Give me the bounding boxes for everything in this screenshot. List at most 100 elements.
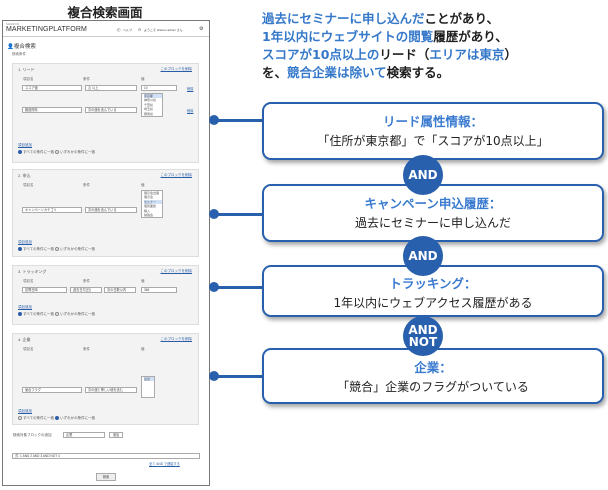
user-icon: ⊙ bbox=[138, 27, 142, 32]
person-icon: 👤 bbox=[7, 44, 14, 50]
app-header: SHANON MARKETINGPLATFORM ◴ ヘルプ ⊙ ようこそ sh… bbox=[3, 21, 209, 37]
remove-block-link[interactable]: このブロックを削除 bbox=[160, 67, 193, 71]
list-item[interactable]: 個別面談 bbox=[144, 204, 157, 209]
field-select[interactable]: 競合フラグ bbox=[22, 387, 82, 393]
list-item[interactable]: 神奈川県 bbox=[144, 98, 157, 103]
condition-select-2[interactable]: 次の日数以内 bbox=[104, 287, 136, 293]
list-item[interactable]: 展示会出展 bbox=[144, 191, 160, 195]
col-field: 項目名 bbox=[23, 347, 34, 351]
list-item[interactable]: セミナー bbox=[144, 199, 162, 205]
card-body: 「住所が東京都」で「スコアが10点以上」 bbox=[317, 134, 549, 148]
add-item-link[interactable]: 項目追加 bbox=[18, 240, 32, 244]
radio-all[interactable] bbox=[18, 312, 22, 317]
and-operator: AND bbox=[403, 155, 443, 195]
welcome-text: ようこそ shanon admin さん bbox=[144, 28, 183, 32]
radio-any[interactable] bbox=[55, 416, 60, 421]
card-body: 過去にセミナーに申し込んだ bbox=[354, 216, 511, 230]
add-block-button[interactable]: 追加 bbox=[109, 432, 123, 438]
card-lead-attributes: リード属性情報： 「住所が東京都」で「スコアが10点以上」 bbox=[262, 102, 604, 160]
value-listbox[interactable]: 競合 bbox=[141, 376, 155, 398]
condition-select[interactable]: 次の値を含んでいる bbox=[85, 107, 137, 113]
list-item[interactable]: 東京都 bbox=[144, 94, 162, 99]
scenario-description: 過去にセミナーに申し込んだことがあり、 1年以内にウェブサイトの閲覧履歴があり、… bbox=[262, 11, 517, 80]
connector-dot bbox=[209, 209, 219, 219]
brand-logo: MARKETINGPLATFORM bbox=[6, 26, 87, 33]
search-screen-thumbnail: SHANON MARKETINGPLATFORM ◴ ヘルプ ⊙ ようこそ sh… bbox=[2, 20, 210, 486]
search-button[interactable]: 検索 bbox=[96, 473, 116, 481]
block-lead: 1. リード このブロックを削除 項目名 条件 値 スコア値 ≧ 以上 10 削… bbox=[12, 63, 199, 163]
card-heading: トラッキング： bbox=[389, 276, 477, 291]
field-select[interactable]: キャンペーンカテゴリ bbox=[22, 207, 82, 213]
field-select[interactable]: スコア値 bbox=[22, 85, 82, 91]
value-input[interactable]: 10 bbox=[141, 85, 177, 91]
col-value: 値 bbox=[141, 77, 145, 81]
condition-select[interactable]: 次の値と等しい値を含む bbox=[85, 387, 137, 393]
card-company: 企業： 「競合」企業のフラグがついている bbox=[262, 348, 604, 404]
field-select[interactable]: 訪問日時 bbox=[22, 287, 67, 293]
condition-select[interactable]: 過去日付(日) bbox=[70, 287, 102, 293]
connector-line bbox=[218, 119, 264, 122]
list-item[interactable]: 勉強会 bbox=[144, 213, 154, 218]
block-tracking: 3. トラッキング このブロックを削除 項目名 条件 値 訪問日時 過去日付(日… bbox=[12, 265, 199, 325]
radio-any[interactable] bbox=[55, 247, 60, 252]
remove-row-link[interactable]: 削除 bbox=[187, 87, 194, 91]
list-item[interactable]: 競合 bbox=[144, 377, 154, 382]
col-condition: 条件 bbox=[83, 347, 90, 351]
screen-title: 複合検索画面 bbox=[67, 5, 143, 20]
list-item[interactable]: 購入 bbox=[144, 208, 151, 213]
radio-any[interactable] bbox=[55, 312, 60, 317]
remove-block-link[interactable]: このブロックを削除 bbox=[160, 337, 193, 341]
target-block-select[interactable]: 企業 bbox=[63, 432, 105, 438]
list-item[interactable]: 埼玉県 bbox=[144, 107, 154, 112]
add-item-link[interactable]: 項目追加 bbox=[18, 409, 32, 413]
condition-select[interactable]: 次の値を含んでいる bbox=[85, 207, 137, 213]
help-link[interactable]: ヘルプ bbox=[123, 28, 133, 32]
value-input[interactable]: 365 bbox=[141, 287, 177, 293]
target-block-label: 検索対象ブロックの追加 bbox=[13, 433, 52, 437]
connector-dot bbox=[209, 282, 219, 292]
connector-dot bbox=[209, 371, 219, 381]
card-body: 「競合」企業のフラグがついている bbox=[337, 380, 529, 394]
value-listbox[interactable]: 展示会出展 展示会 セミナー 個別面談 購入 勉強会 bbox=[141, 190, 163, 218]
list-item[interactable]: 群馬県 bbox=[144, 111, 154, 116]
card-campaign-history: キャンペーン申込履歴： 過去にセミナーに申し込んだ bbox=[262, 184, 604, 242]
gear-icon[interactable]: ⚙ bbox=[199, 26, 204, 32]
brand-company: SHANON bbox=[6, 23, 19, 26]
expression-input[interactable]: 式: 1 AND 2 AND 3 AND NOT 4 bbox=[12, 453, 200, 459]
card-heading: リード属性情報： bbox=[382, 114, 483, 129]
join-all-and-link[interactable]: 全て AND で連結する bbox=[149, 462, 180, 466]
block-title: 3. トラッキング bbox=[18, 269, 47, 274]
field-select[interactable]: 都道府県 bbox=[22, 107, 82, 113]
add-item-link[interactable]: 項目追加 bbox=[18, 305, 32, 309]
col-condition: 条件 bbox=[83, 279, 90, 283]
card-heading: キャンペーン申込履歴： bbox=[364, 196, 502, 211]
radio-any[interactable] bbox=[55, 150, 60, 155]
remove-block-link[interactable]: このブロックを削除 bbox=[160, 269, 193, 273]
condition-select[interactable]: ≧ 以上 bbox=[85, 85, 137, 91]
and-not-operator: AND NOT bbox=[403, 316, 443, 356]
radio-all[interactable] bbox=[18, 247, 22, 252]
col-condition: 条件 bbox=[83, 77, 90, 81]
connector-line bbox=[218, 286, 264, 289]
and-operator: AND bbox=[403, 236, 443, 276]
card-body: 1年以内にウェブアクセス履歴がある bbox=[333, 296, 533, 310]
list-item[interactable]: 展示会 bbox=[144, 195, 154, 200]
radio-all[interactable] bbox=[18, 150, 22, 155]
match-radio-group[interactable]: すべての条件に一致 いずれかの条件に一致 bbox=[18, 247, 95, 252]
block-title: 4. 企業 bbox=[18, 337, 31, 342]
match-radio-group[interactable]: すべての条件に一致 いずれかの条件に一致 bbox=[18, 416, 95, 421]
connector-dot bbox=[209, 115, 219, 125]
remove-block-link[interactable]: このブロックを削除 bbox=[160, 173, 193, 177]
match-radio-group[interactable]: すべての条件に一致 いずれかの条件に一致 bbox=[18, 312, 95, 317]
col-value: 値 bbox=[141, 279, 145, 283]
page-title: 👤複合検索 bbox=[7, 44, 36, 50]
radio-all[interactable] bbox=[18, 416, 22, 421]
connector-line bbox=[218, 375, 264, 378]
list-item[interactable]: 千葉県 bbox=[144, 102, 154, 107]
clock-icon[interactable]: ◴ bbox=[117, 27, 121, 32]
value-listbox[interactable]: 東京都 神奈川県 千葉県 埼玉県 群馬県 bbox=[141, 93, 163, 117]
remove-row-link[interactable]: 削除 bbox=[187, 109, 194, 113]
add-item-link[interactable]: 項目追加 bbox=[18, 143, 32, 147]
block-title: 1. リード bbox=[18, 67, 35, 72]
match-radio-group[interactable]: すべての条件に一致 いずれかの条件に一致 bbox=[18, 150, 95, 155]
